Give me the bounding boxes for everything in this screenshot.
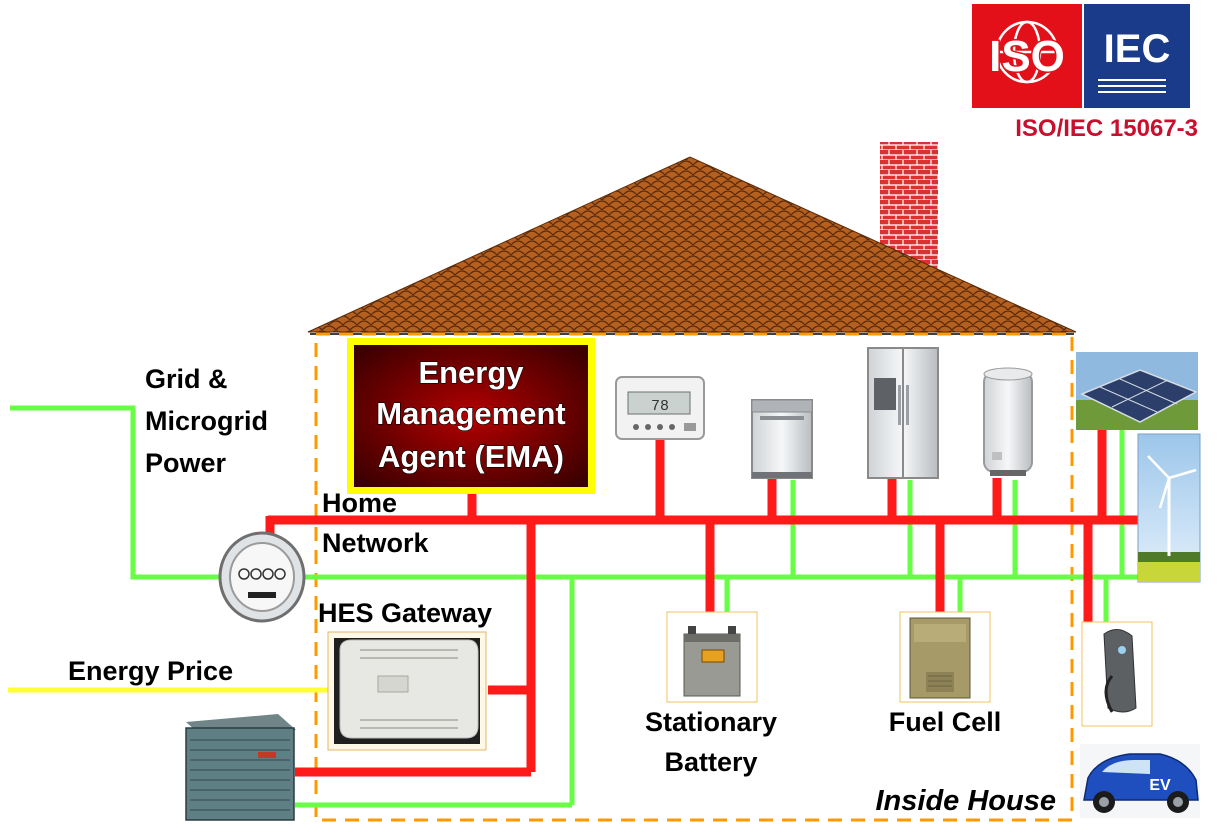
ev-charger (1081, 621, 1153, 727)
home-network-lines (265, 430, 1138, 777)
iec-logo-text: IEC (1104, 27, 1171, 71)
energy-price-label: Energy Price (68, 656, 233, 686)
fuel-cell (899, 611, 991, 703)
inside-house-label: Inside House (876, 785, 1057, 817)
electric-meter (218, 531, 306, 623)
dishwasher (751, 399, 813, 479)
power-lines (10, 405, 1138, 808)
ema-label-line3: Agent (EMA) (378, 439, 564, 474)
water-heater (983, 367, 1033, 476)
thermostat-display: 78 (651, 398, 669, 415)
grid-power-label-line3: Power (145, 448, 227, 478)
ema-label-line1: Energy (418, 355, 524, 390)
stationary-battery-label-line1: Stationary (645, 707, 777, 737)
home-network-label-line2: Network (322, 528, 430, 558)
ev-badge: EV (1149, 777, 1171, 794)
iso-logo-text: ISO (989, 32, 1065, 81)
stationary-battery-label-line2: Battery (664, 747, 757, 777)
thermostat: 78 (615, 376, 705, 440)
iso-iec-logo: ISO IEC ISO/IEC 15067-3 (972, 4, 1198, 142)
refrigerator (867, 347, 939, 479)
hes-gateway-device (327, 631, 487, 751)
grid-power-label-line1: Grid & (145, 364, 228, 394)
solar-panel (1076, 352, 1198, 430)
electric-vehicle: EV (1080, 744, 1200, 818)
hes-gateway-label: HES Gateway (318, 598, 492, 628)
fuel-cell-label: Fuel Cell (889, 707, 1002, 737)
ac-unit (185, 714, 296, 821)
grid-power-label-line2: Microgrid (145, 406, 268, 436)
stationary-battery (666, 611, 758, 703)
ema-label-line2: Management (376, 396, 565, 431)
roof (307, 156, 1077, 333)
standard-number: ISO/IEC 15067-3 (1015, 115, 1198, 142)
wind-turbine (1137, 433, 1201, 583)
ema-box: Energy Management Agent (EMA) (347, 338, 595, 494)
